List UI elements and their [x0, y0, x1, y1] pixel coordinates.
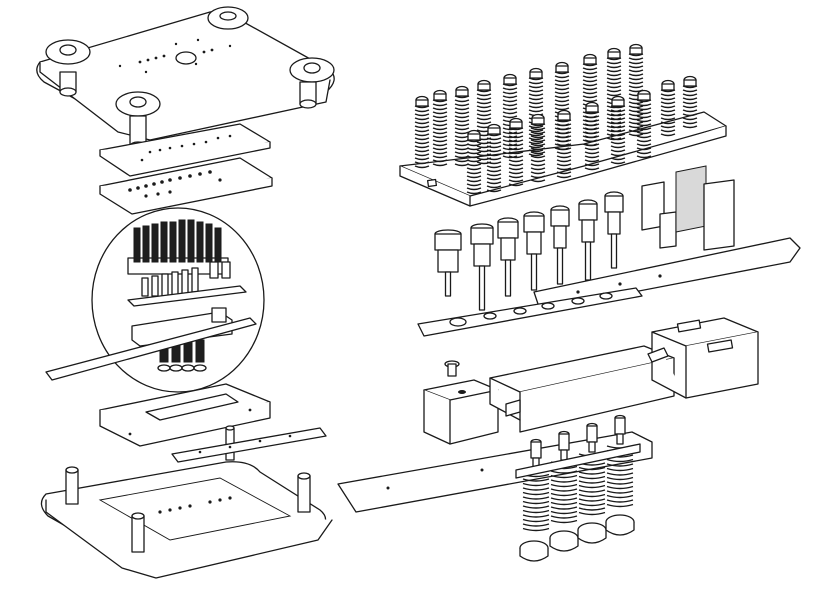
guide-blocks: [641, 165, 735, 251]
stripper-plate: [99, 157, 273, 215]
right-assembly: [337, 43, 801, 562]
spring: [606, 47, 622, 141]
spring: [610, 95, 626, 165]
base-plate: [40, 461, 333, 579]
spring: [530, 113, 546, 183]
spring: [486, 123, 502, 193]
punch: [550, 205, 570, 285]
spring: [508, 117, 524, 187]
lower-long-strip: [337, 431, 653, 513]
left-feed-strip: [45, 317, 257, 381]
lower-spring-assembly: [515, 414, 641, 532]
lower-spring: [522, 438, 550, 532]
spring: [476, 79, 492, 165]
punch: [434, 229, 462, 297]
spring: [556, 109, 572, 179]
top-die-plate: [36, 6, 335, 151]
punch: [578, 199, 598, 281]
perforated-strip: [417, 287, 643, 337]
lower-spring: [578, 422, 606, 516]
spring: [502, 73, 518, 159]
spring: [636, 89, 652, 159]
left-assembly: [36, 6, 335, 579]
spring: [432, 89, 448, 167]
spring-caps: [519, 514, 635, 562]
lower-spring: [606, 414, 634, 508]
spring: [528, 67, 544, 157]
spring: [660, 79, 676, 137]
spring: [414, 95, 430, 169]
die-blocks: [423, 317, 759, 445]
punch: [523, 211, 545, 291]
punch: [470, 223, 494, 311]
pilot-pin: [444, 360, 460, 377]
spring: [454, 85, 470, 167]
spring: [466, 129, 482, 195]
punch-holder-plate: [99, 123, 271, 177]
stripper-bar: [515, 443, 641, 479]
spring-array: [414, 43, 698, 195]
detail-circle: [91, 207, 265, 393]
punch: [604, 191, 624, 269]
spring: [682, 75, 698, 129]
left-lower-strip: [171, 427, 327, 463]
spring: [628, 43, 644, 137]
punch-row: [434, 191, 624, 311]
left-die-block: [99, 383, 271, 447]
punch: [497, 217, 519, 297]
spring: [584, 101, 600, 171]
